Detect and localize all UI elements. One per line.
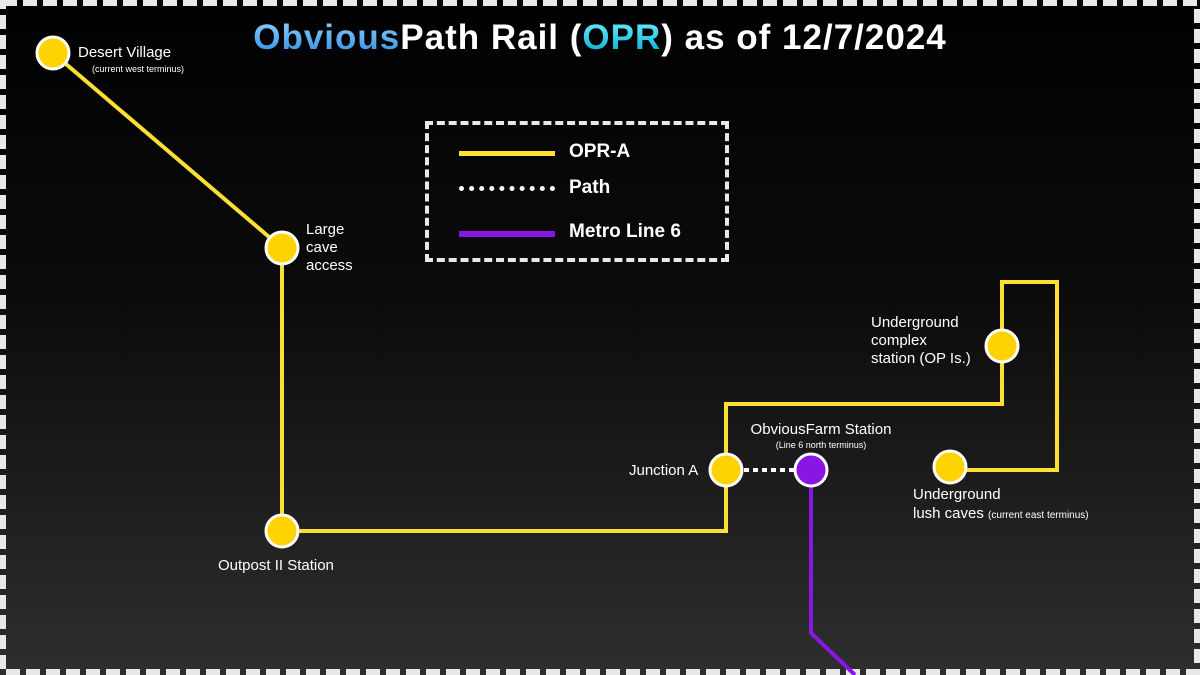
label-underground-complex-line3: station (OP Is.): [871, 350, 971, 367]
legend-item-path: Path: [459, 177, 719, 201]
station-marker-desert-village[interactable]: [35, 35, 71, 71]
label-obviousfarm: ObviousFarm Station: [750, 421, 892, 438]
note-lush-caves: (current east terminus): [988, 510, 1089, 521]
legend-label-path: Path: [569, 177, 611, 198]
metro-line-6: [809, 485, 857, 675]
title-part-path-rail: Path Rail (: [400, 18, 583, 57]
opr-a-line: [51, 51, 1059, 533]
station-marker-lush-caves[interactable]: [932, 449, 968, 485]
note-desert-village: (current west terminus): [92, 64, 185, 74]
station-marker-outpost-ii[interactable]: [264, 513, 300, 549]
label-underground-complex-line1: Underground: [871, 314, 959, 331]
label-underground-complex: Underground complex station (OP Is.): [871, 314, 971, 368]
legend-item-opr-a: OPR-A: [459, 141, 719, 165]
legend-swatch-path: [459, 186, 555, 191]
label-large-cave-line3: access: [306, 257, 353, 274]
legend-label-opr-a: OPR-A: [569, 141, 631, 162]
label-outpost-ii: Outpost II Station: [218, 557, 334, 574]
legend-label-metro-line-6: Metro Line 6: [569, 221, 681, 242]
label-underground-complex-line2: complex: [871, 332, 927, 349]
label-junction-a: Junction A: [629, 462, 699, 479]
legend-item-metro-line-6: Metro Line 6: [459, 221, 719, 245]
title-part-date: ) as of 12/7/2024: [661, 18, 947, 57]
legend-swatch-opr-a: [459, 151, 555, 156]
title-part-obvious: Obvious: [253, 18, 401, 57]
station-marker-large-cave-access[interactable]: [264, 230, 300, 266]
label-large-cave-line2: cave: [306, 239, 338, 256]
station-marker-underground-complex[interactable]: [984, 328, 1020, 364]
label-large-cave-access: Large cave access: [306, 221, 353, 275]
label-lush-caves-line2: lush caves: [913, 505, 984, 522]
legend: OPR-A Path Metro Line 6: [425, 121, 729, 262]
station-marker-junction-a[interactable]: [708, 452, 744, 488]
map-title: ObviousPath Rail (OPR) as of 12/7/2024: [0, 18, 1200, 58]
label-lush-caves: lush caves (current east terminus): [913, 505, 1089, 525]
station-marker-obviousfarm[interactable]: [793, 452, 829, 488]
legend-swatch-metro-line-6: [459, 231, 555, 237]
label-lush-caves-line1: Underground: [913, 486, 1001, 503]
label-desert-village: Desert Village: [78, 44, 172, 61]
note-obviousfarm: (Line 6 north terminus): [775, 440, 867, 450]
title-part-opr: OPR: [582, 18, 662, 57]
label-large-cave-line1: Large: [306, 221, 345, 238]
